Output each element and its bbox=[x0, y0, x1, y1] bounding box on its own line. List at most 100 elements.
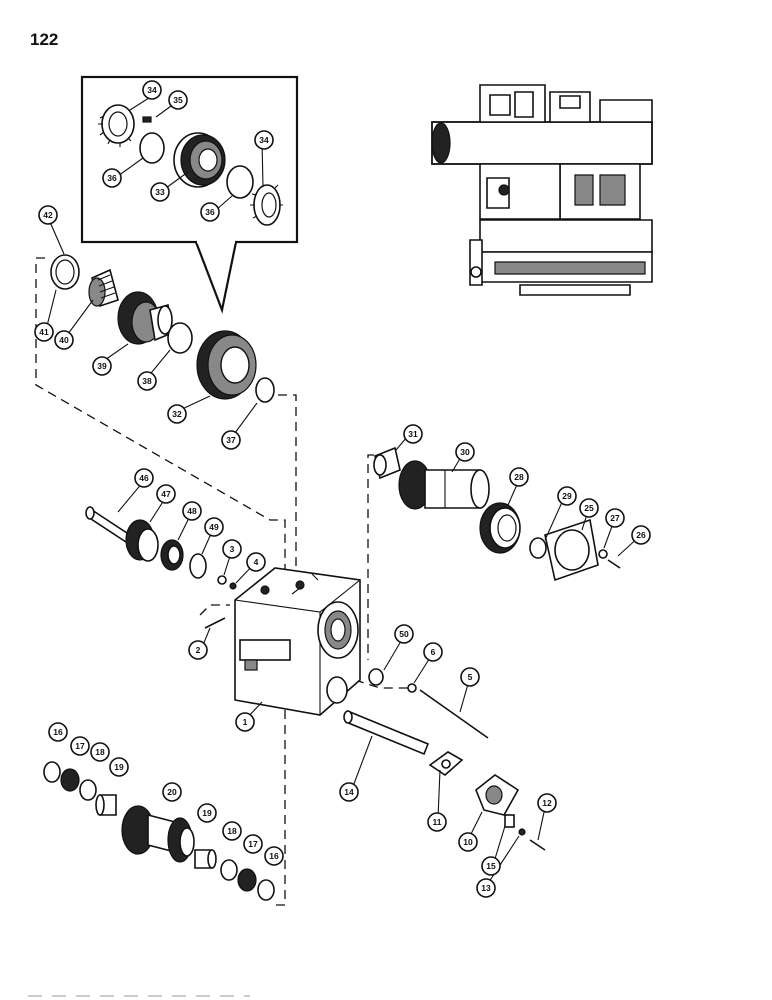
callout-label: 35 bbox=[173, 95, 183, 105]
flange-10 bbox=[475, 774, 520, 816]
callout-32: 32 bbox=[167, 404, 187, 424]
callout-label: 46 bbox=[139, 473, 149, 483]
callout-circle bbox=[222, 821, 242, 841]
washer-3 bbox=[217, 575, 227, 585]
gear-47 bbox=[125, 519, 159, 562]
callout-label: 50 bbox=[399, 629, 409, 639]
cover-plate-25 bbox=[544, 518, 599, 582]
callout-circle bbox=[109, 757, 129, 777]
callout-10: 10 bbox=[458, 832, 478, 852]
callout-circle bbox=[34, 322, 54, 342]
callout-circle bbox=[246, 552, 266, 572]
snap-ring-2 bbox=[226, 165, 254, 199]
callout-label: 31 bbox=[408, 429, 418, 439]
callout-label: 36 bbox=[107, 173, 117, 183]
callout-label: 34 bbox=[147, 85, 157, 95]
callout-label: 19 bbox=[114, 762, 124, 772]
callout-circle bbox=[182, 501, 202, 521]
callout-5: 5 bbox=[460, 667, 480, 687]
callout-46: 46 bbox=[134, 468, 154, 488]
callout-circle bbox=[339, 782, 359, 802]
seal-17-right bbox=[237, 868, 257, 892]
callout-label: 38 bbox=[142, 376, 152, 386]
callout-circle bbox=[460, 667, 480, 687]
callout-label: 47 bbox=[161, 489, 171, 499]
callout-circle bbox=[102, 168, 122, 188]
bearing-31 bbox=[373, 446, 401, 480]
callout-label: 12 bbox=[542, 798, 552, 808]
blocker-ring-bottom bbox=[250, 184, 283, 226]
callout-circle bbox=[476, 878, 496, 898]
callout-label: 6 bbox=[431, 647, 436, 657]
callout-circle bbox=[162, 782, 182, 802]
callout-circle bbox=[423, 642, 443, 662]
bearing-28 bbox=[479, 502, 521, 554]
page-number: 122 bbox=[30, 30, 59, 49]
callout-label: 48 bbox=[187, 506, 197, 516]
callout-label: 19 bbox=[202, 808, 212, 818]
callout-group: 3435363334364241403938323731302829252726… bbox=[34, 80, 651, 898]
callout-circle bbox=[222, 539, 242, 559]
callout-19: 19 bbox=[197, 803, 217, 823]
callout-label: 3 bbox=[230, 544, 235, 554]
callout-circle bbox=[142, 80, 162, 100]
callout-circle bbox=[197, 803, 217, 823]
callout-circle bbox=[156, 484, 176, 504]
callout-circle bbox=[134, 468, 154, 488]
callout-circle bbox=[168, 90, 188, 110]
callout-circle bbox=[204, 517, 224, 537]
callout-circle bbox=[605, 508, 625, 528]
callout-26: 26 bbox=[631, 525, 651, 545]
callout-circle bbox=[137, 371, 157, 391]
blocker-ring-top bbox=[98, 104, 135, 147]
lock-15 bbox=[504, 814, 515, 828]
callout-circle bbox=[54, 330, 74, 350]
callout-circle bbox=[458, 832, 478, 852]
washer-13 bbox=[518, 828, 526, 836]
callout-circle bbox=[579, 498, 599, 518]
callout-label: 42 bbox=[43, 210, 53, 220]
callout-circle bbox=[92, 356, 112, 376]
callout-42: 42 bbox=[38, 205, 58, 225]
callout-33: 33 bbox=[150, 182, 170, 202]
bearing-48 bbox=[160, 539, 184, 571]
callout-34: 34 bbox=[142, 80, 162, 100]
callout-label: 18 bbox=[227, 826, 237, 836]
bearing-19-left bbox=[95, 794, 117, 816]
rod-5 bbox=[419, 689, 489, 739]
callout-4: 4 bbox=[246, 552, 266, 572]
shaft-14 bbox=[343, 710, 430, 756]
callout-6: 6 bbox=[423, 642, 443, 662]
callout-15: 15 bbox=[481, 856, 501, 876]
callout-label: 16 bbox=[269, 851, 279, 861]
callout-circle bbox=[235, 712, 255, 732]
synchronizer-assembly-inset bbox=[173, 132, 226, 188]
callout-label: 25 bbox=[584, 503, 594, 513]
callout-circle bbox=[188, 640, 208, 660]
callout-28: 28 bbox=[509, 467, 529, 487]
callout-17: 17 bbox=[243, 834, 263, 854]
callout-12: 12 bbox=[537, 793, 557, 813]
snap-ring-37 bbox=[255, 377, 275, 403]
callout-39: 39 bbox=[92, 356, 112, 376]
callout-circle bbox=[403, 424, 423, 444]
washer-41 bbox=[50, 254, 80, 290]
needle-bearing-40 bbox=[88, 268, 119, 308]
callout-47: 47 bbox=[156, 484, 176, 504]
callout-1: 1 bbox=[235, 712, 255, 732]
callout-label: 33 bbox=[155, 187, 165, 197]
callout-35: 35 bbox=[168, 90, 188, 110]
callout-20: 20 bbox=[162, 782, 182, 802]
callout-circle bbox=[394, 624, 414, 644]
callout-label: 40 bbox=[59, 335, 69, 345]
callout-circle bbox=[90, 742, 110, 762]
callout-label: 2 bbox=[196, 645, 201, 655]
callout-label: 29 bbox=[562, 491, 572, 501]
callout-label: 11 bbox=[433, 817, 442, 827]
transmission-cross-section bbox=[431, 84, 653, 296]
callout-31: 31 bbox=[403, 424, 423, 444]
assembly-dashed-lines bbox=[35, 257, 441, 906]
washer-38 bbox=[167, 322, 193, 354]
nut-4 bbox=[229, 582, 237, 590]
o-ring-6 bbox=[407, 683, 417, 693]
